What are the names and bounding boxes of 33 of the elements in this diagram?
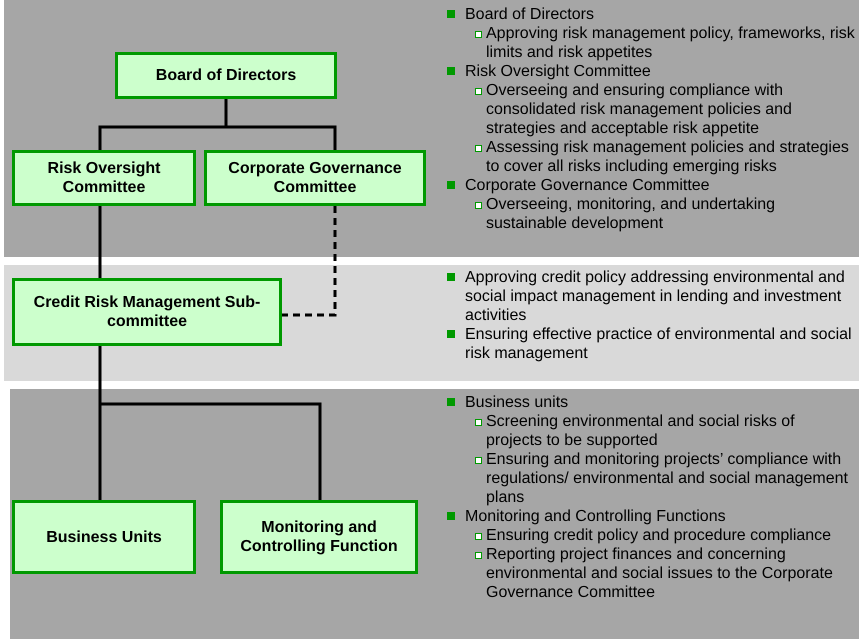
box-label: Business Units [46, 528, 162, 546]
bullet-text: Board of Directors [465, 5, 595, 24]
bullet-text: Reporting project finances and concerning environmental and social issues to the Corporate Governance Committee [486, 545, 834, 602]
committee-box [12, 150, 196, 206]
bullet-text: Corporate Governance Committee [465, 176, 711, 195]
committee-box [204, 150, 426, 206]
bullet-text: Ensuring effective practice of environmental and social risk management [465, 325, 853, 363]
bullet-text: Approving credit policy addressing environmental and social impact management in lending and investment activities [465, 268, 846, 325]
bullet-text: Business units [465, 393, 570, 412]
bullet-text: Assessing risk management policies and strategies to cover all risks including emerging risks [486, 138, 850, 176]
bullet-text: Monitoring and Controlling Functions [465, 507, 727, 526]
bullet-text: Ensuring credit policy and procedure compliance [486, 526, 832, 545]
box-label: Credit Risk Management Sub-committee [32, 293, 262, 331]
committee-box [115, 52, 337, 99]
box-label: Risk Oversight Committee [46, 159, 162, 197]
connector [98, 206, 102, 278]
connector [224, 99, 336, 150]
bullet-text: Risk Oversight Committee [465, 62, 652, 81]
box-label: Monitoring and Controlling Function [239, 518, 399, 556]
section-band [4, 0, 859, 257]
box-label: Board of Directors [156, 66, 296, 85]
bullet-text: Approving risk management policy, frameworks, risk limits and risk appetites [486, 24, 855, 62]
bullet-text: Overseeing and ensuring compliance with consolidated risk management policies and strategies and acceptable risk appetite [486, 81, 793, 138]
bullet-text: Ensuring and monitoring projects’ compliance with regulations/ environmental and social management plans [486, 450, 849, 507]
bullet-text: Overseeing, monitoring, and undertaking sustainable development [486, 195, 776, 233]
bullet-text: Screening environmental and social risks of projects to be supported [486, 412, 796, 450]
box-label: Corporate Governance Committee [227, 159, 403, 197]
section-band [10, 389, 859, 639]
committee-box [220, 500, 418, 574]
committee-box [12, 278, 282, 346]
committee-box [12, 500, 196, 574]
dashed-connector [282, 206, 336, 316]
section-band [4, 265, 859, 381]
